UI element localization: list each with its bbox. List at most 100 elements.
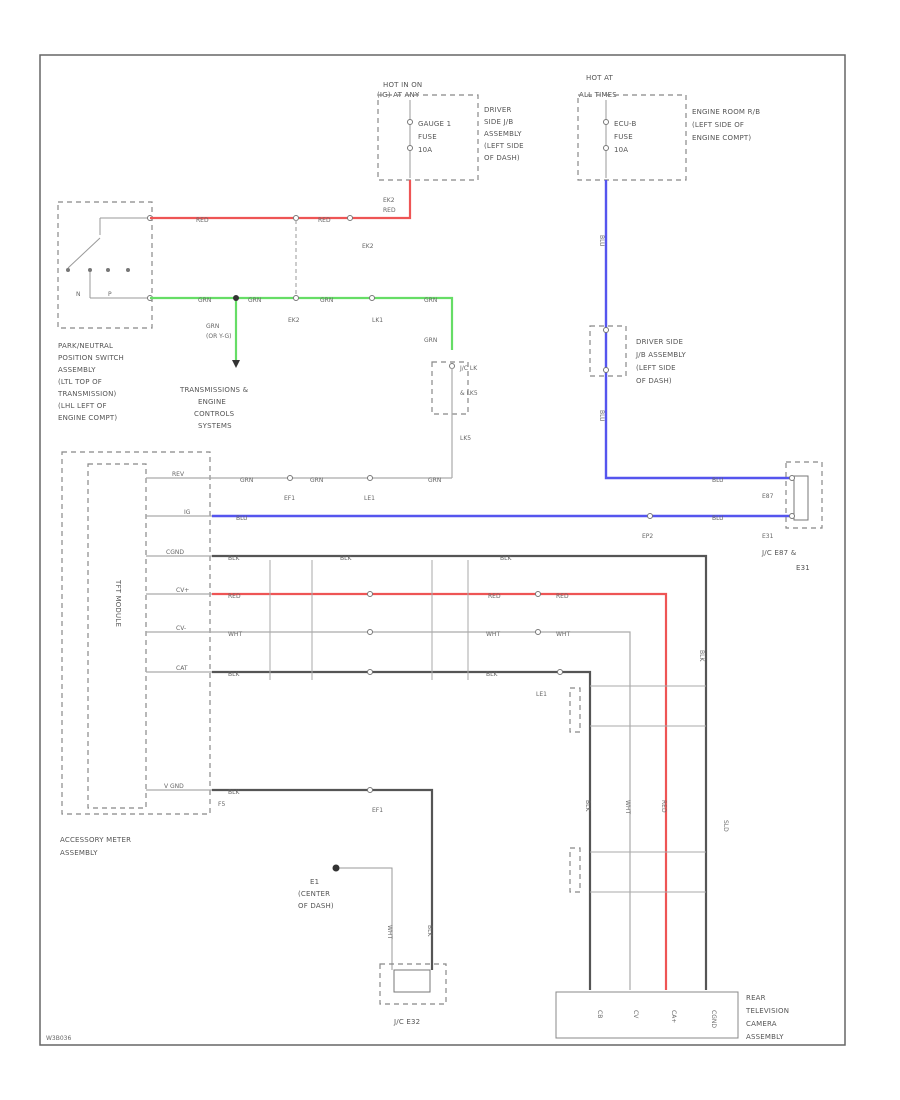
svg-text:CONTROLS: CONTROLS [194,410,235,418]
wire-label-grn-rev: GRN [240,477,253,484]
conn-ep2: EP2 [642,533,653,540]
tft-module-label: TFT MODULE [114,579,122,627]
ground-label: TRANSMISSIONS & ENGINE CONTROLS SYSTEMS [179,386,248,430]
fuse1-loc-2: ASSEMBLY [484,130,522,138]
conn-e87: E87 [762,493,774,500]
wire-label-blk-vgnd: BLK [228,789,240,796]
meter-pin-cvp: CV+ [176,587,189,594]
wire-label-wht-e1: WHT [386,925,393,939]
fuse1-pin-bottom [407,145,413,151]
fuse1-loc-1: SIDE J/B [484,118,513,126]
svg-text:ASSEMBLY: ASSEMBLY [746,1033,784,1041]
wire-label-blk-cat2: BLK [486,671,498,678]
svg-text:(LEFT SIDE: (LEFT SIDE [636,364,676,372]
fuse2-loc-2: ENGINE COMPT) [692,134,751,142]
switch-contact-p [66,268,70,272]
conn-f5: F5 [218,801,225,808]
wire-red-fuse1 [150,180,412,220]
wire-e1-ground [338,867,393,970]
fuse1-hot-label: HOT IN ON [383,81,422,89]
camera-caption: REAR TELEVISION CAMERA ASSEMBLY [745,994,789,1041]
svg-text:REAR: REAR [746,994,766,1002]
fuse2-amp: 10A [614,146,628,154]
wire-label-ek2-top: EK2 [383,197,395,204]
fuse1-loc-0: DRIVER [484,106,512,114]
svg-text:PARK/NEUTRAL: PARK/NEUTRAL [58,342,113,350]
conn-e31: E31 [762,533,774,540]
ground-e1-label: E1 (CENTER OF DASH) [298,878,334,910]
wire-label-red-cv3: RED [556,593,569,600]
wire-label-wht-1: WHT [228,631,242,638]
wire-green [150,296,454,350]
meter-pin-cgnd: CGND [166,549,184,556]
fuse2-pin-top [603,119,609,125]
svg-text:OF DASH): OF DASH) [636,377,672,385]
wire-label-wht-3: WHT [556,631,570,638]
wire-label-grn-3: GRN [320,297,333,304]
conn-le1b: LE1 [536,691,547,698]
svg-text:ASSEMBLY: ASSEMBLY [58,366,96,374]
jc-e32-box [379,963,447,1005]
wire-label-blk-3: BLK [500,555,512,562]
wire-label-red-2: RED [318,217,331,224]
fuse2-loc-0: ENGINE ROOM R/B [692,108,760,116]
wire-label-blk-v: BLK [698,650,705,662]
switch-box [57,201,153,329]
svg-text:SYSTEMS: SYSTEMS [198,422,232,430]
meter-box [61,451,211,815]
fuse2-box [577,94,687,181]
wire-cvm [212,631,631,990]
conn-ef1: EF1 [284,495,295,502]
wire-cvp [212,592,668,990]
wire-cgnd [212,554,708,990]
wire-vgnd [212,788,434,970]
conn-ek2-b: EK2 [288,317,300,324]
diagram-frame [39,54,846,1046]
footer-code: W3B036 [46,1035,72,1042]
wire-label-grn-rev2: GRN [310,477,323,484]
wire-label-blk-1: BLK [228,555,240,562]
camera-box [555,991,739,1039]
svg-text:J/B ASSEMBLY: J/B ASSEMBLY [635,351,687,359]
wire-label-blk-cat: BLK [228,671,240,678]
camera-pin-cgnd: CGND [710,1010,717,1028]
wire-label-blu-2: BLU [598,410,605,422]
svg-text:DRIVER SIDE: DRIVER SIDE [636,338,683,346]
svg-text:ENGINE COMPT): ENGINE COMPT) [58,414,117,422]
wire-label-blu-1: BLU [598,235,605,247]
switch-pin-label-b: P [108,291,112,298]
meter-pin-rev: REV [172,471,185,478]
fuse1-type: FUSE [418,133,437,141]
switch-contact-d [126,268,130,272]
camera-pin-cv: CV [632,1010,639,1019]
jc-lk-box [431,361,469,415]
svg-text:ACCESSORY METER: ACCESSORY METER [60,836,131,844]
wire-cat [212,670,592,990]
wire-label-red-cv2: RED [488,593,501,600]
conn-ef1b: EF1 [372,807,383,814]
conn-jc-1: E31 [796,564,810,572]
switch-contact-r [88,268,92,272]
svg-text:(CENTER: (CENTER [298,890,330,898]
svg-text:ASSEMBLY: ASSEMBLY [60,849,98,857]
wire-label-blu-3: BLU [712,477,724,484]
wire-label-grn-or: (OR Y-G) [206,333,231,340]
tft-module-box [87,463,147,809]
fuse1-name: GAUGE 1 [418,120,451,128]
wire-label-red-1: RED [196,217,209,224]
shield-box-2 [569,847,581,893]
conn-jlk-0: J/C LK [459,365,478,372]
wire-label-red-cv: RED [228,593,241,600]
fuse1-pin-top [407,119,413,125]
jc-e87-box [785,461,823,529]
wire-label-grn-4: GRN [424,297,437,304]
conn-lk5: LK5 [460,435,471,442]
fuse1-loc-3: (LEFT SIDE [484,142,524,150]
svg-text:ENGINE: ENGINE [198,398,226,406]
fuse2-type: FUSE [614,133,633,141]
fuse2-name: ECU-B [614,120,637,128]
wire-label-grn-rev3: GRN [428,477,441,484]
switch-pin-label: N [76,291,81,298]
wire-label-sld: SLD [722,820,729,832]
